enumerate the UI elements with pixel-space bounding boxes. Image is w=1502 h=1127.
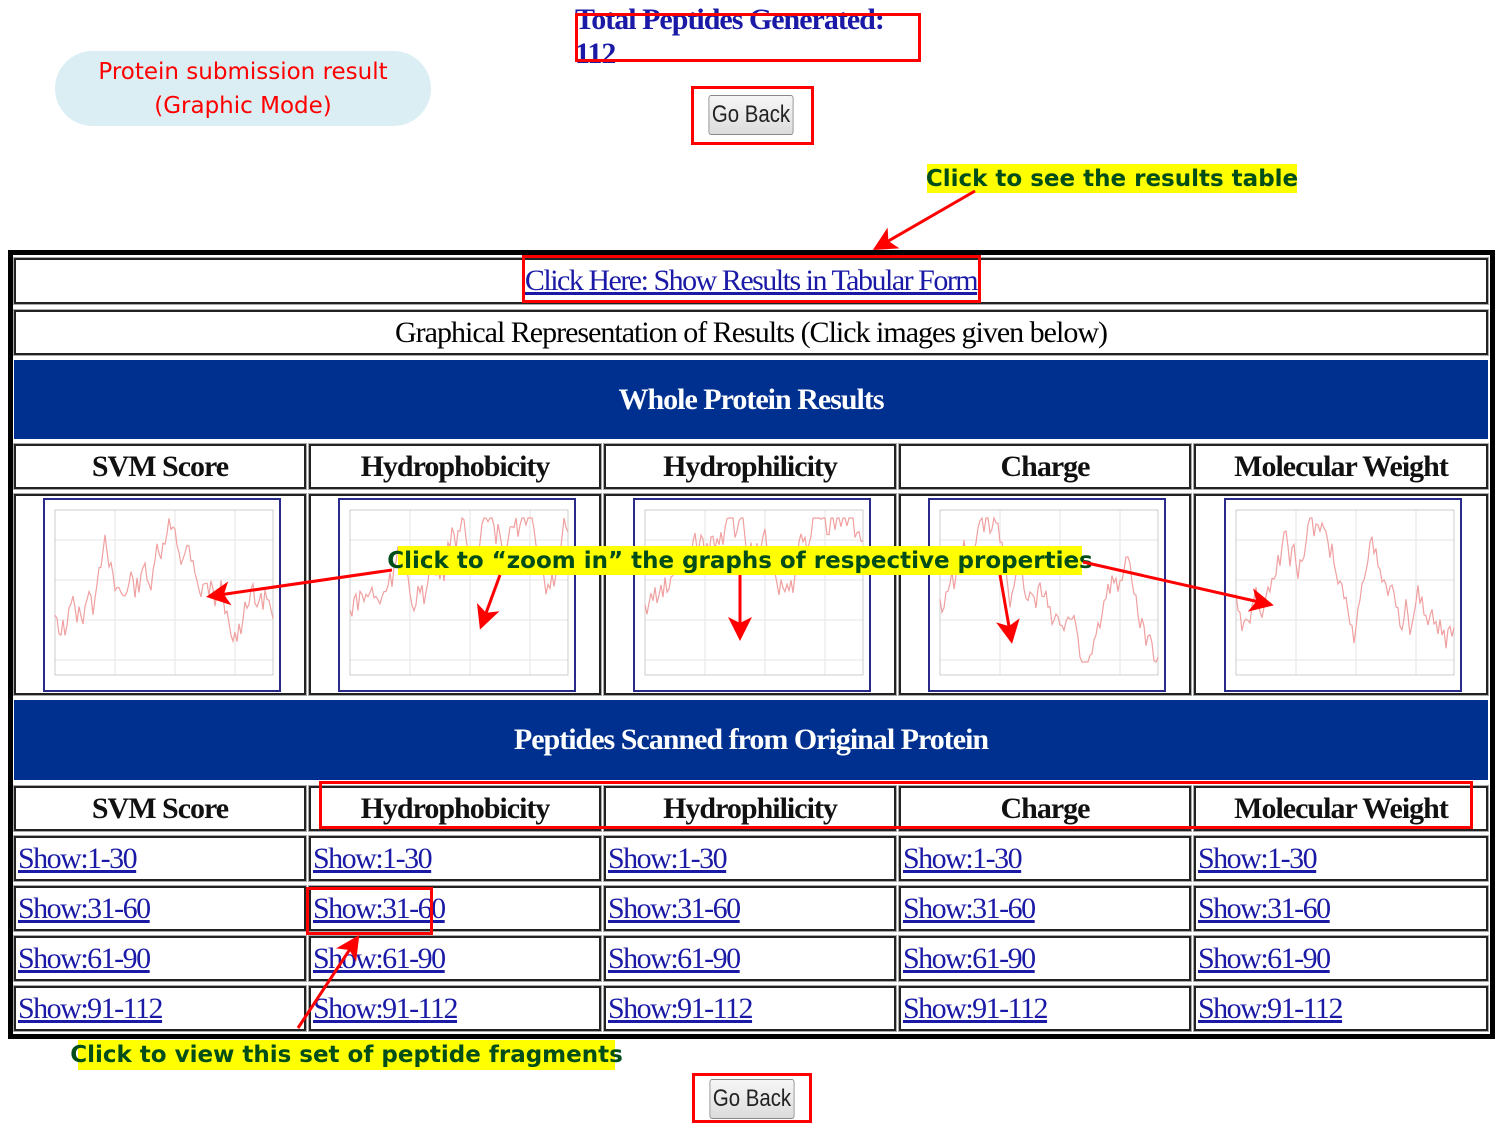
whole-protein-header-cell: Hydrophilicity	[604, 444, 896, 489]
peptide-range-cell: Show:1-30	[604, 836, 896, 881]
graph-thumbnail-cell	[604, 494, 896, 695]
peptide-range-cell: Show:61-90	[309, 936, 601, 981]
whole-protein-header-label: Hydrophilicity	[663, 449, 838, 483]
tabular-form-link[interactable]: Click Here: Show Results in Tabular Form	[524, 264, 979, 297]
peptides-header-label: Hydrophilicity	[663, 791, 838, 825]
annotation-title-line1: Protein submission result	[98, 58, 388, 85]
peptide-range-link[interactable]: Show:1-30	[313, 841, 433, 875]
peptide-range-link[interactable]: Show:31-60	[1198, 891, 1331, 925]
peptide-range-cell: Show:91-112	[1194, 986, 1488, 1031]
peptides-header-cell: Hydrophilicity	[604, 786, 896, 831]
peptide-range-link[interactable]: Show:1-30	[608, 841, 728, 875]
callout-results-table: Click to see the results table	[925, 164, 1299, 193]
graph-thumbnail[interactable]	[633, 498, 871, 692]
peptide-range-cell: Show:91-112	[14, 986, 306, 1031]
go-back-button-top[interactable]: Go Back	[708, 95, 794, 135]
peptide-range-link[interactable]: Show:61-90	[608, 941, 741, 975]
whole-protein-header-cell: Molecular Weight	[1194, 444, 1488, 489]
graph-thumbnail-cell	[899, 494, 1191, 695]
peptide-range-link[interactable]: Show:31-60	[903, 891, 1036, 925]
peptide-range-cell: Show:1-30	[14, 836, 306, 881]
total-peptides: Total Peptides Generated: 112	[575, 3, 885, 70]
peptide-range-link[interactable]: Show:91-112	[18, 991, 164, 1025]
peptide-range-link[interactable]: Show:1-30	[903, 841, 1023, 875]
whole-protein-header-cell: SVM Score	[14, 444, 306, 489]
peptides-header-cell: Molecular Weight	[1194, 786, 1488, 831]
peptide-range-cell: Show:91-112	[899, 986, 1191, 1031]
peptide-range-cell: Show:31-60	[1194, 886, 1488, 931]
tabular-link-row: Click Here: Show Results in Tabular Form	[14, 258, 1488, 304]
callout-peptide-set: Click to view this set of peptide fragme…	[70, 1040, 623, 1070]
annotation-title-line2: (Graphic Mode)	[154, 92, 332, 119]
graph-thumbnail-cell	[1194, 494, 1488, 695]
whole-protein-header-cell: Charge	[899, 444, 1191, 489]
peptide-range-cell: Show:61-90	[1194, 936, 1488, 981]
peptide-range-cell: Show:1-30	[1194, 836, 1488, 881]
peptide-range-link[interactable]: Show:91-112	[608, 991, 754, 1025]
whole-protein-header-label: Hydrophobicity	[360, 449, 551, 483]
graph-thumbnail[interactable]	[928, 498, 1166, 692]
peptide-range-cell: Show:91-112	[309, 986, 601, 1031]
whole-protein-header-label: Molecular Weight	[1234, 449, 1449, 483]
whole-protein-header-label: SVM Score	[91, 449, 229, 483]
peptide-range-link[interactable]: Show:91-112	[1198, 991, 1344, 1025]
go-back-button-bottom[interactable]: Go Back	[709, 1079, 795, 1119]
peptide-range-link[interactable]: Show:61-90	[18, 941, 151, 975]
peptides-header-cell: Charge	[899, 786, 1191, 831]
whole-protein-header-label: Charge	[1000, 449, 1091, 483]
peptides-header-cell: Hydrophobicity	[309, 786, 601, 831]
peptide-range-link[interactable]: Show:31-60	[608, 891, 741, 925]
peptides-header-label: Charge	[1000, 791, 1091, 825]
peptide-range-link[interactable]: Show:61-90	[903, 941, 1036, 975]
peptide-range-link[interactable]: Show:91-112	[313, 991, 459, 1025]
graph-caption: Graphical Representation of Results (Cli…	[395, 315, 1108, 349]
graph-thumbnail[interactable]	[43, 498, 281, 692]
peptide-range-link[interactable]: Show:1-30	[1198, 841, 1318, 875]
peptides-header-cell: SVM Score	[14, 786, 306, 831]
peptide-range-link[interactable]: Show:31-60	[313, 891, 446, 925]
graph-thumbnail[interactable]	[1224, 498, 1462, 692]
graph-thumbnail-cell	[14, 494, 306, 695]
peptide-range-cell: Show:61-90	[604, 936, 896, 981]
peptides-heading: Peptides Scanned from Original Protein	[14, 700, 1488, 780]
callout-zoom-graphs: Click to “zoom in” the graphs of respect…	[387, 546, 1093, 575]
peptides-header-label: SVM Score	[91, 791, 229, 825]
peptide-range-cell: Show:91-112	[604, 986, 896, 1031]
peptide-range-link[interactable]: Show:1-30	[18, 841, 138, 875]
graph-thumbnail-cell	[309, 494, 601, 695]
peptide-range-cell: Show:61-90	[899, 936, 1191, 981]
peptide-range-cell: Show:31-60	[604, 886, 896, 931]
annotation-title-bubble: Protein submission result (Graphic Mode)	[55, 51, 431, 126]
whole-protein-header-cell: Hydrophobicity	[309, 444, 601, 489]
peptides-header-label: Molecular Weight	[1234, 791, 1449, 825]
peptide-range-cell: Show:1-30	[309, 836, 601, 881]
peptide-range-cell: Show:31-60	[14, 886, 306, 931]
peptide-range-cell: Show:31-60	[899, 886, 1191, 931]
whole-protein-heading: Whole Protein Results	[14, 360, 1488, 439]
peptide-range-link[interactable]: Show:61-90	[313, 941, 446, 975]
peptide-range-cell: Show:31-60	[309, 886, 601, 931]
peptides-header-label: Hydrophobicity	[360, 791, 551, 825]
peptide-range-link[interactable]: Show:31-60	[18, 891, 151, 925]
peptide-range-link[interactable]: Show:91-112	[903, 991, 1049, 1025]
peptide-range-cell: Show:61-90	[14, 936, 306, 981]
graph-caption-row: Graphical Representation of Results (Cli…	[14, 310, 1488, 355]
peptide-range-link[interactable]: Show:61-90	[1198, 941, 1331, 975]
graph-thumbnail[interactable]	[338, 498, 576, 692]
arrow-icon	[872, 189, 976, 250]
peptide-range-cell: Show:1-30	[899, 836, 1191, 881]
